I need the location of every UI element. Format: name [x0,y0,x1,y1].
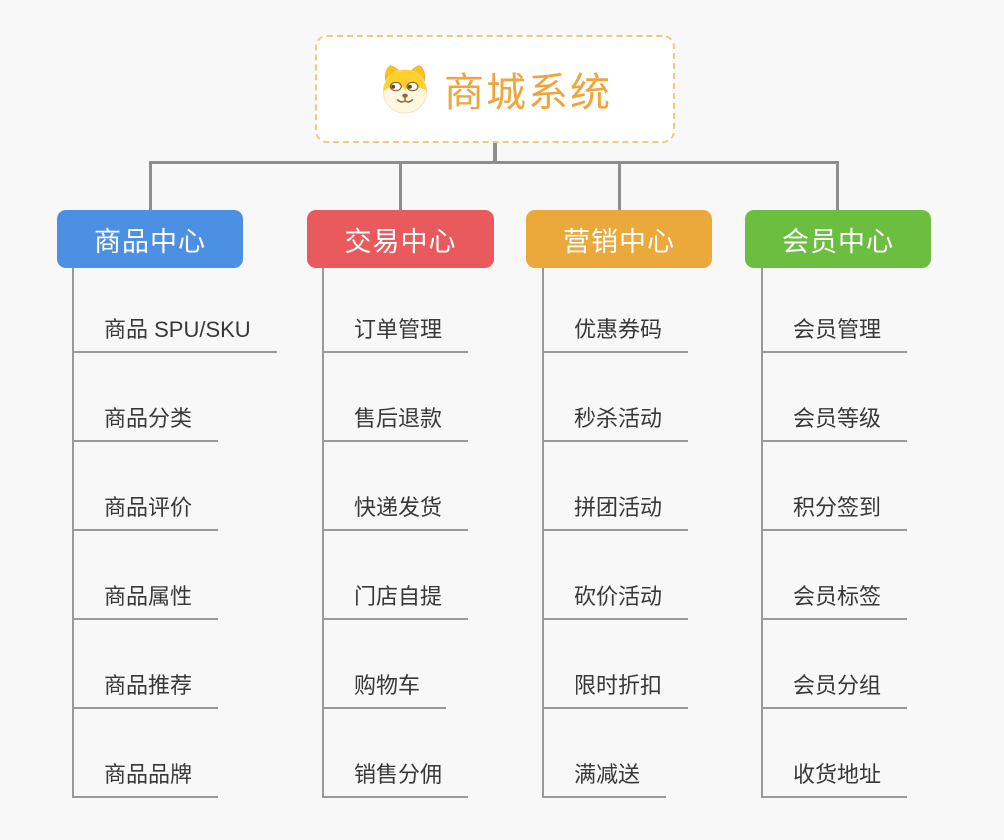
subtopic[interactable]: 订单管理 [324,268,469,353]
subtopic-label: 优惠券码 [544,312,689,353]
subtopic[interactable]: 收货地址 [763,709,908,798]
subtopic[interactable]: 快递发货 [324,442,469,531]
subtopic-label: 收货地址 [763,757,908,798]
subtopic-label: 砍价活动 [544,579,689,620]
subtopic[interactable]: 会员管理 [763,268,908,353]
subtopic-label: 售后退款 [324,401,469,442]
connector-drop-member [836,163,839,210]
subtopic-label: 商品属性 [74,579,219,620]
subtopic-label: 限时折扣 [544,668,689,709]
connector-drop-trade [399,163,402,210]
subtopic-label: 积分签到 [763,490,908,531]
subtopic-label: 会员管理 [763,312,908,353]
subtopic-label: 商品推荐 [74,668,219,709]
subtopic-label: 门店自提 [324,579,469,620]
connector-horizontal [149,161,839,164]
subtopic-label: 秒杀活动 [544,401,689,442]
subtopic[interactable]: 拼团活动 [544,442,689,531]
subtopic[interactable]: 会员标签 [763,531,908,620]
subtopic[interactable]: 会员等级 [763,353,908,442]
dog-icon [382,65,428,114]
branch-column-trade: 订单管理 售后退款 快递发货 门店自提 购物车 销售分佣 [322,268,469,798]
subtopic[interactable]: 秒杀活动 [544,353,689,442]
subtopic[interactable]: 商品评价 [74,442,277,531]
subtopic-label: 满减送 [544,757,667,798]
subtopic-label: 购物车 [324,668,447,709]
subtopic-label: 订单管理 [324,312,469,353]
subtopic-label: 商品品牌 [74,757,219,798]
subtopic[interactable]: 商品属性 [74,531,277,620]
subtopic[interactable]: 商品品牌 [74,709,277,798]
branch-column-marketing: 优惠券码 秒杀活动 拼团活动 砍价活动 限时折扣 满减送 [542,268,689,798]
subtopic-label: 快递发货 [324,490,469,531]
subtopic[interactable]: 满减送 [544,709,688,798]
connector-root-drop [493,143,497,162]
branch-node-product[interactable]: 商品中心 [57,210,243,268]
subtopic[interactable]: 会员分组 [763,620,908,709]
subtopic-label: 拼团活动 [544,490,689,531]
subtopic-label: 会员等级 [763,401,908,442]
subtopic[interactable]: 商品推荐 [74,620,277,709]
subtopic[interactable]: 砍价活动 [544,531,689,620]
subtopic-label: 销售分佣 [324,757,469,798]
subtopic[interactable]: 商品分类 [74,353,277,442]
subtopic[interactable]: 购物车 [324,620,468,709]
subtopic-label: 会员分组 [763,668,908,709]
branch-node-member[interactable]: 会员中心 [745,210,931,268]
subtopic[interactable]: 门店自提 [324,531,469,620]
connector-drop-product [149,163,152,210]
subtopic-label: 商品分类 [74,401,219,442]
connector-drop-marketing [618,163,621,210]
subtopic[interactable]: 积分签到 [763,442,908,531]
subtopic[interactable]: 商品 SPU/SKU [74,268,277,353]
subtopic-label: 商品评价 [74,490,219,531]
branch-column-product: 商品 SPU/SKU 商品分类 商品评价 商品属性 商品推荐 商品品牌 [72,268,277,798]
branch-node-trade[interactable]: 交易中心 [307,210,494,268]
subtopic-label: 商品 SPU/SKU [74,312,277,353]
root-title: 商城系统 [444,71,612,115]
branch-column-member: 会员管理 会员等级 积分签到 会员标签 会员分组 收货地址 [761,268,908,798]
subtopic[interactable]: 限时折扣 [544,620,689,709]
subtopic-label: 会员标签 [763,579,908,620]
subtopic[interactable]: 售后退款 [324,353,469,442]
branch-node-marketing[interactable]: 营销中心 [526,210,712,268]
subtopic[interactable]: 销售分佣 [324,709,469,798]
subtopic[interactable]: 优惠券码 [544,268,689,353]
root-node[interactable]: 商城系统 [315,35,675,143]
